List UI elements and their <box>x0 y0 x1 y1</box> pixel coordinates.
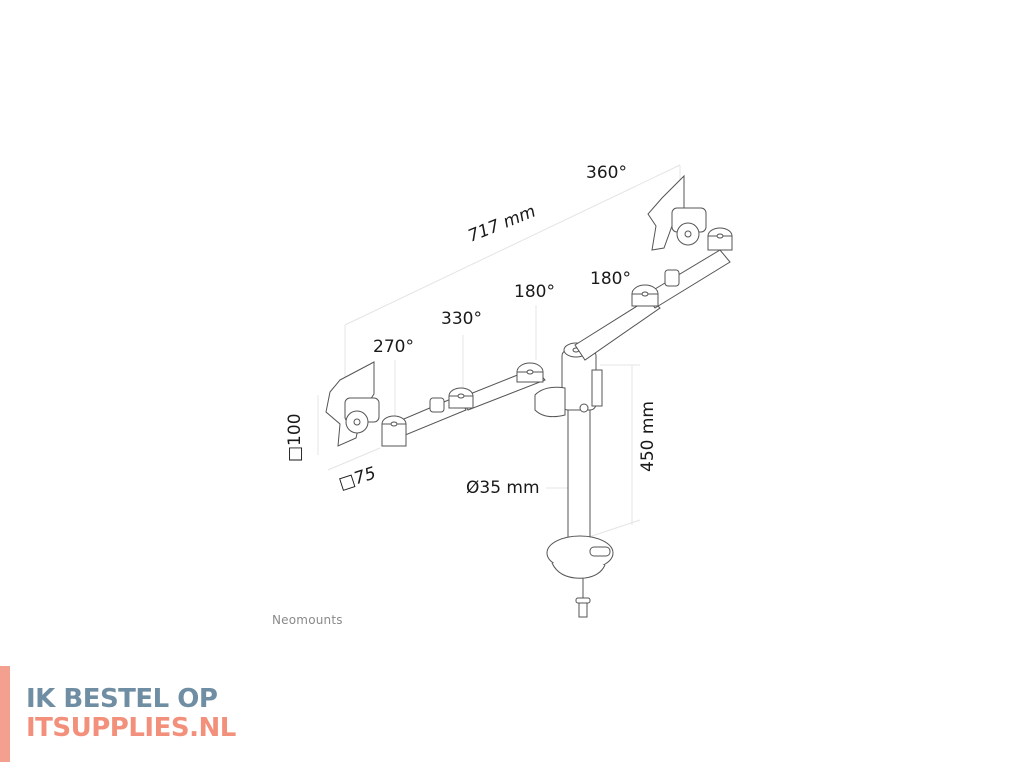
brand-line-2: ITSUPPLIES.NL <box>26 713 236 743</box>
brand-accent-bar <box>0 666 10 762</box>
right-arm-lower <box>574 297 661 361</box>
dimension-pole-diameter: Ø35 mm <box>466 478 540 498</box>
rotation-label-center: 180° <box>514 282 555 302</box>
brand-line-1: IK BESTEL OP <box>26 684 218 714</box>
rotation-label-left-head: 270° <box>373 337 414 357</box>
itsupplies-logo: IK BESTEL OP ITSUPPLIES.NL <box>0 666 260 762</box>
neomounts-watermark: Neomounts <box>272 613 343 627</box>
dimension-pole-height: 450 mm <box>638 401 658 472</box>
mount-parts <box>325 174 733 618</box>
pole-collar <box>561 349 597 411</box>
rotation-label-left-arm: 330° <box>441 309 482 329</box>
dimension-vesa-vertical: □100 <box>285 413 305 462</box>
right-vesa-plate <box>647 174 685 251</box>
rotation-label-right-arm: 180° <box>590 269 631 289</box>
rotation-label-right-head: 360° <box>586 163 627 183</box>
